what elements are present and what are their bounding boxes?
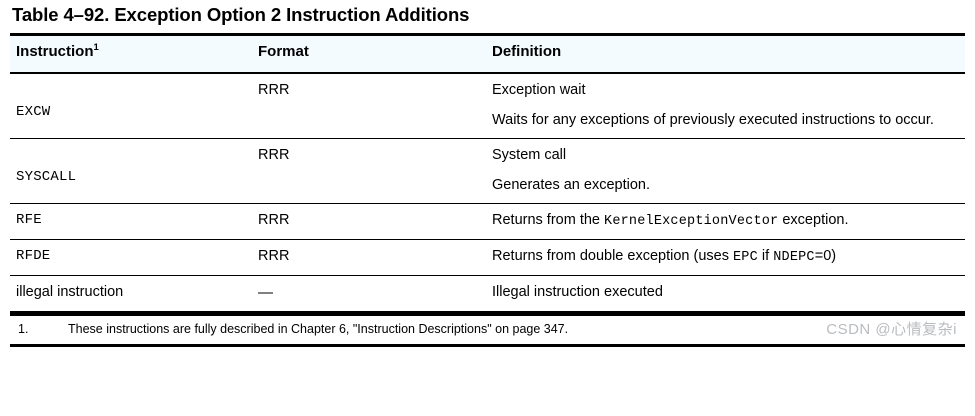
instruction-name: illegal instruction <box>16 284 124 300</box>
cell-format: — <box>252 276 486 313</box>
footnote-text: These instructions are fully described i… <box>68 322 569 336</box>
cell-instruction: RFDE <box>10 239 252 276</box>
column-header-format: Format <box>252 34 486 74</box>
definition-line: System call <box>492 145 959 166</box>
instruction-name: EXCW <box>16 104 51 120</box>
definition-text: Generates an exception. <box>492 177 650 193</box>
format-value: RRR <box>258 82 290 98</box>
cell-instruction: illegal instruction <box>10 276 252 313</box>
column-header-definition: Definition <box>486 34 965 74</box>
column-header-instruction: Instruction1 <box>10 34 252 74</box>
definition-line: Exception wait <box>492 80 959 101</box>
definition-text: Waits for any exceptions of previously e… <box>492 112 934 128</box>
instruction-additions-table: Instruction1 Format Definition EXCW RRR Ex… <box>10 33 965 314</box>
table-row: illegal instruction — Illegal instruction … <box>10 276 965 313</box>
cell-definition: Returns from double exception (uses EPC … <box>486 239 965 276</box>
format-value: RRR <box>258 248 290 264</box>
cell-instruction: RFE <box>10 203 252 240</box>
cell-format: RRR <box>252 239 486 276</box>
column-header-instruction-footnote-marker: 1 <box>93 42 99 53</box>
footnote-number: 1. <box>18 322 29 336</box>
cell-definition: Illegal instruction executed <box>486 276 965 313</box>
instruction-name: RFE <box>16 212 42 228</box>
table-header: Instruction1 Format Definition <box>10 34 965 74</box>
footnote: 1. These instructions are fully described… <box>10 316 965 342</box>
definition-text: Returns from double exception (uses <box>492 248 733 264</box>
instruction-name: RFDE <box>16 248 51 264</box>
definition-line: Waits for any exceptions of previously e… <box>492 110 959 131</box>
cell-instruction: SYSCALL <box>10 138 252 204</box>
table-row: RFDE RRR Returns from double exception (us… <box>10 239 965 276</box>
definition-text: System call <box>492 147 567 163</box>
cell-instruction: EXCW <box>10 73 252 139</box>
definition-code-token: KernelExceptionVector <box>604 214 779 229</box>
definition-text: Illegal instruction executed <box>492 284 663 300</box>
table-header-row: Instruction1 Format Definition <box>10 34 965 74</box>
cell-format: RRR <box>252 203 486 240</box>
definition-text: =0) <box>814 248 837 264</box>
definition-text: if <box>757 248 774 264</box>
definition-text: Exception wait <box>492 82 586 98</box>
cell-format: RRR <box>252 73 486 139</box>
cell-definition: Returns from the KernelExceptionVector e… <box>486 203 965 240</box>
definition-text: Returns from the <box>492 212 605 228</box>
table-row: RFE RRR Returns from the KernelExceptionVe… <box>10 203 965 240</box>
format-value: RRR <box>258 212 290 228</box>
definition-line: Returns from double exception (uses EPC … <box>492 246 959 268</box>
instruction-name: SYSCALL <box>16 169 77 185</box>
definition-code-token: NDEPC <box>773 250 815 265</box>
format-value: — <box>258 284 273 301</box>
column-header-instruction-label: Instruction <box>16 43 94 60</box>
definition-line: Illegal instruction executed <box>492 282 959 303</box>
definition-text: exception. <box>778 212 849 228</box>
definition-code-token: EPC <box>733 250 758 265</box>
definition-line: Returns from the KernelExceptionVector e… <box>492 210 959 232</box>
watermark: CSDN @心情复杂i <box>826 321 957 338</box>
cell-format: RRR <box>252 138 486 204</box>
page-title: Table 4–92. Exception Option 2 Instructi… <box>12 4 470 25</box>
format-value: RRR <box>258 147 290 163</box>
definition-line: Generates an exception. <box>492 175 959 196</box>
footnote-area: 1. These instructions are fully described… <box>10 314 965 347</box>
